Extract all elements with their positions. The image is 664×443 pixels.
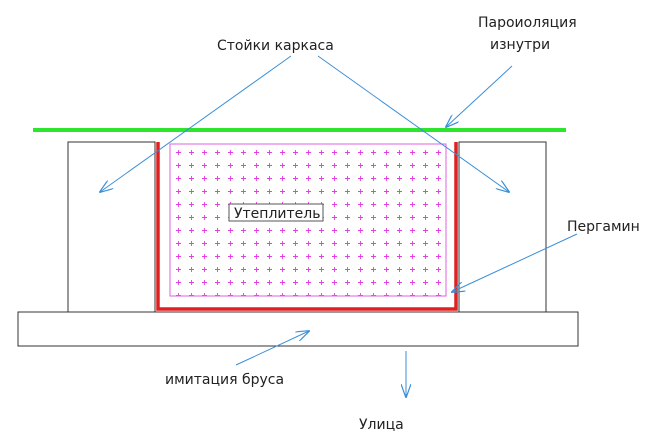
leader-timber-imitation xyxy=(235,331,309,366)
insulation-label-box xyxy=(228,203,324,222)
label-vapor-barrier-line1: Пароиоляция xyxy=(478,15,577,31)
label-frame-posts: Стойки каркаса xyxy=(217,38,334,54)
label-pergamin: Пергамин xyxy=(567,219,640,235)
leader-frame-posts-right xyxy=(317,55,509,192)
label-vapor-barrier-line2: изнутри xyxy=(490,37,550,53)
label-street: Улица xyxy=(359,417,404,433)
leader-pergamin xyxy=(452,233,578,292)
label-insulation: Утеплитель xyxy=(234,206,320,222)
label-timber-imitation: имитация бруса xyxy=(165,372,284,388)
leader-frame-posts-left xyxy=(100,55,292,192)
timber-imitation-board xyxy=(17,311,579,347)
frame-post-right xyxy=(458,141,547,313)
pergamin-layer xyxy=(156,142,458,311)
leader-vapor-barrier xyxy=(446,65,513,127)
frame-post-left xyxy=(67,141,156,313)
